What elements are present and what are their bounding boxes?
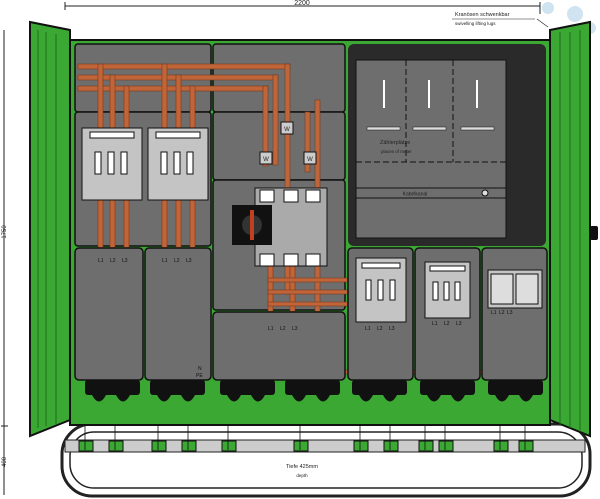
left-door[interactable]: [29, 20, 71, 438]
cable-gland-cone: [157, 395, 171, 402]
svg-text:W: W: [307, 157, 313, 163]
phase-label: L1: [365, 326, 371, 332]
width-dimension: 2200: [64, 0, 541, 14]
cable-clamp: [493, 440, 509, 452]
cable-gland-cone: [451, 395, 465, 402]
cable-glands: [85, 380, 543, 402]
phase-label: L2: [499, 310, 505, 316]
cable-gland-cone: [227, 395, 241, 402]
phase-label: L1: [162, 258, 168, 264]
n-pe-labels: N PE: [196, 366, 203, 379]
phase-label: L2: [174, 258, 180, 264]
cable-clamp: [78, 440, 94, 452]
cable-gland: [85, 380, 140, 395]
width-label: 2200: [294, 0, 310, 7]
cable-clamp: [221, 440, 237, 452]
phase-label: L3: [507, 310, 513, 316]
cable-gland-cone: [519, 395, 533, 402]
svg-text:N: N: [198, 366, 202, 372]
cable-duct-label: Kabelkanal: [403, 192, 428, 198]
cable-gland-cone: [383, 395, 397, 402]
cable-gland-cone: [495, 395, 509, 402]
svg-text:W: W: [284, 127, 290, 133]
cable-gland-cone: [116, 395, 130, 402]
phase-label: L2: [280, 326, 286, 332]
main-disconnect-switch[interactable]: [232, 187, 328, 267]
cable-clamp: [181, 440, 197, 452]
cable-clamps: [78, 405, 534, 452]
cable-gland-cone: [292, 395, 306, 402]
cable-clamp: [418, 440, 434, 452]
phase-label: L1: [98, 258, 104, 264]
phase-label: L3: [186, 258, 192, 264]
svg-text:W: W: [263, 157, 269, 163]
phase-label: L1: [432, 321, 438, 327]
phase-label: L3: [122, 258, 128, 264]
lug-swivel-icon: [542, 2, 554, 14]
screw-icon: [481, 189, 489, 197]
fuse-switch-1[interactable]: [81, 127, 143, 201]
fuse-switch-4[interactable]: [424, 261, 471, 319]
cable-clamp: [383, 440, 399, 452]
cable-gland: [220, 380, 275, 395]
cable-clamp: [353, 440, 369, 452]
cable-gland: [352, 380, 407, 395]
cable-gland-cone: [359, 395, 373, 402]
phase-label: L3: [456, 321, 462, 327]
depth-label-en: depth: [296, 473, 308, 478]
cable-clamp: [518, 440, 534, 452]
cable-gland-cone: [427, 395, 441, 402]
phase-label: L3: [292, 326, 298, 332]
phase-label: L2: [444, 321, 450, 327]
lifting-lugs-label-en: swivelling lifting lugs: [455, 21, 496, 26]
right-door[interactable]: [549, 20, 598, 438]
cable-gland: [150, 380, 205, 395]
cable-gland-cone: [181, 395, 195, 402]
fuse-switch-2[interactable]: [147, 127, 209, 201]
phase-label: L2: [110, 258, 116, 264]
lifting-lugs-label-de: Kranösen schwenkbar: [455, 12, 510, 18]
height-dimension: 1750 400: [1, 30, 8, 495]
current-transformers: W W W: [259, 121, 317, 165]
height-label: 1750: [2, 225, 8, 239]
svg-text:PE: PE: [196, 373, 203, 379]
fuse-switch-5[interactable]: [487, 269, 543, 309]
cable-gland-cone: [92, 395, 106, 402]
cable-gland: [420, 380, 475, 395]
cable-clamp: [438, 440, 454, 452]
meter-label-de: Zählerplätze: [380, 140, 410, 146]
cable-clamp: [108, 440, 124, 452]
cable-gland: [488, 380, 543, 395]
cable-gland: [285, 380, 340, 395]
phase-label: L1: [268, 326, 274, 332]
meter-area: Zählerplätze places of meter Kabelkanal: [348, 44, 546, 246]
phase-label: L3: [389, 326, 395, 332]
phase-label: L1: [491, 310, 497, 316]
cable-clamp: [293, 440, 309, 452]
door-handle-icon[interactable]: [590, 226, 598, 240]
cable-gland-cone: [316, 395, 330, 402]
depth-label-de: Tiefe 425mm: [286, 464, 318, 470]
phase-label: L2: [377, 326, 383, 332]
base-height-label: 400: [2, 456, 8, 467]
cable-gland-cone: [251, 395, 265, 402]
fuse-switch-3[interactable]: [355, 257, 407, 323]
meter-label-en: places of meter: [381, 149, 412, 154]
cable-clamp: [151, 440, 167, 452]
